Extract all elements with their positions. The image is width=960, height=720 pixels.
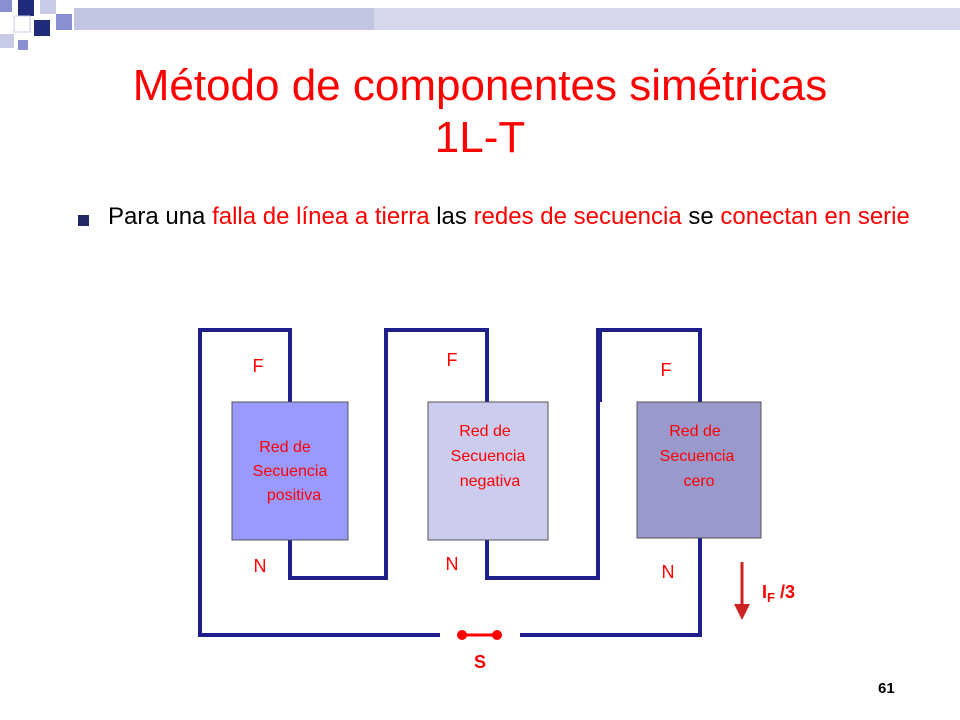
current-label: IF /3 — [762, 582, 795, 605]
zero-line-2: Secuencia — [660, 448, 735, 465]
title-line-1: Método de componentes simétricas — [132, 61, 828, 110]
bullet-text: Para una falla de línea a tierra las red… — [108, 205, 918, 229]
bullet-text-part-6: conectan en serie — [720, 203, 910, 230]
zero-line-1: Red de — [669, 423, 721, 440]
negative-line-2: Secuencia — [451, 448, 526, 465]
bullet-text-part-2: falla de línea a tierra — [212, 203, 430, 230]
negative-line-1: Red de — [459, 423, 511, 440]
negative-n-label: N — [446, 554, 459, 574]
current-arrow — [734, 562, 750, 620]
zero-f-label: F — [661, 360, 672, 380]
positive-line-2: Secuencia — [253, 463, 328, 480]
zero-line-3: cero — [683, 473, 714, 490]
negative-line-3: negativa — [460, 473, 521, 490]
bullet-marker — [78, 215, 89, 226]
switch — [457, 630, 502, 640]
wire-positive-to-negative — [288, 328, 489, 580]
corner-decoration — [0, 0, 960, 50]
page-number: 61 — [878, 680, 895, 697]
bullet-item: Para una falla de línea a tierra las red… — [78, 205, 918, 229]
bullet-text-part-1: Para una — [108, 203, 213, 230]
current-label-subscript: F — [767, 590, 775, 605]
zero-sequence-network: Red de Secuencia cero — [636, 401, 762, 539]
bullet-text-part-3: las — [429, 203, 474, 230]
positive-sequence-network: Red de Secuencia positiva — [231, 401, 349, 541]
wire-negative-to-zero — [485, 328, 600, 580]
negative-sequence-network: Red de Secuencia negativa — [427, 401, 549, 541]
bullet-text-part-4: redes de secuencia — [473, 203, 682, 230]
zero-n-label: N — [662, 562, 675, 582]
bullet-text-part-5: se — [681, 203, 721, 230]
switch-label: S — [474, 652, 486, 672]
positive-f-label: F — [253, 356, 264, 376]
slide-title: Método de componentes simétricas 1L-T — [0, 60, 960, 164]
positive-line-3: positiva — [267, 487, 321, 504]
current-label-tail: /3 — [775, 582, 795, 602]
title-line-2: 1L-T — [434, 113, 526, 162]
positive-n-label: N — [254, 556, 267, 576]
negative-f-label: F — [447, 350, 458, 370]
positive-line-1: Red de — [259, 439, 311, 456]
current-label-main: I — [762, 582, 767, 602]
